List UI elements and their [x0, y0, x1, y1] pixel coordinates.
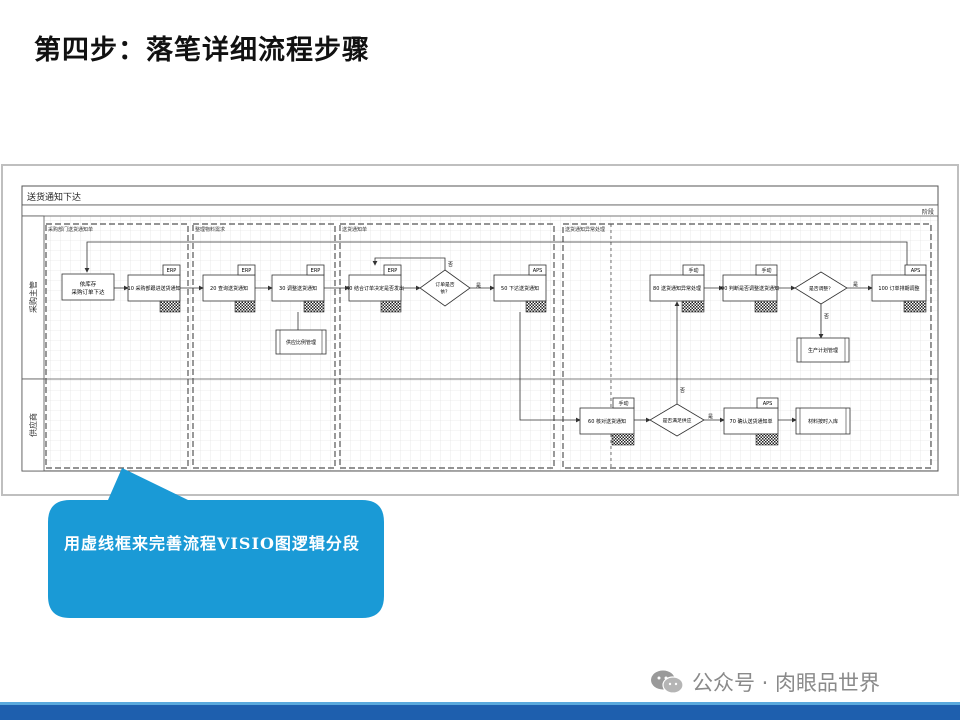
document-icon [159, 300, 181, 313]
lane-label-supplier: 供应商 [28, 413, 38, 437]
footer-bar [0, 705, 960, 720]
svg-text:是: 是 [853, 282, 858, 288]
sub-process-production-plan [796, 337, 850, 363]
svg-text:否: 否 [680, 388, 685, 394]
svg-text:否: 否 [824, 314, 829, 320]
step-start-label-1: 依库存 [80, 280, 97, 288]
callout-shape [48, 468, 384, 618]
sub-process-supplier-ratio-label: 供应比例管理 [286, 339, 316, 346]
step-30-label: 30 调整送货通知 [279, 285, 317, 292]
step-end-warehouse [795, 407, 851, 435]
phase-label-4: 送货通知异常处理 [565, 226, 605, 233]
phase-label-1: 采购部门送货通知单 [48, 226, 93, 233]
step-80-label: 80 送货通知异常处理 [653, 285, 701, 292]
step-10 [127, 274, 181, 302]
step-90-label: 90 判断是否调整送货通知 [721, 285, 779, 292]
step-60 [579, 407, 635, 435]
decision-order-confirm [419, 269, 471, 307]
step-60-label: 60 核对送货通知 [588, 418, 626, 425]
slide-title: 第四步：落笔详细流程步骤 [34, 35, 370, 66]
step-start [61, 273, 115, 301]
step-20 [202, 274, 256, 302]
aps-tag [528, 264, 547, 276]
step-90 [722, 274, 778, 302]
svg-text:是: 是 [708, 414, 713, 420]
step-40 [348, 274, 402, 302]
phase-box-3 [339, 223, 555, 469]
decision-order-confirm-label-2: 依？ [440, 288, 450, 295]
step-100 [871, 274, 927, 302]
footer-accent-line [0, 702, 960, 705]
step-30 [271, 274, 325, 302]
svg-text:APS: APS [763, 401, 773, 407]
document-icon [234, 300, 256, 313]
decision-supply [649, 403, 705, 437]
step-70 [723, 407, 779, 435]
callout-text: 用虚线框来完善流程VISIO图逻辑分段 [64, 534, 360, 553]
erp-tag-label: ERP [167, 268, 177, 274]
step-70-label: 70 确认送货通知单 [730, 418, 773, 425]
step-end-warehouse-label: 材料按时入库 [808, 418, 838, 425]
document-icon [380, 300, 402, 313]
phase-box-4 [562, 223, 932, 469]
phase-label-2: 整理物料需求 [195, 226, 225, 233]
phase-label: 阶段 [922, 208, 934, 216]
document-icon [754, 300, 778, 313]
step-start-label-2: 采购订单下达 [71, 288, 105, 296]
step-50-label: 50 下达送货通知 [501, 285, 539, 292]
sub-process-production-plan-label: 生产计划管理 [808, 347, 838, 354]
svg-text:APS: APS [533, 268, 543, 274]
decision-supply-label: 是否满足供应 [663, 417, 692, 424]
document-icon [303, 300, 325, 313]
watermark-text: 公众号 · 肉眼品世界 [692, 671, 881, 695]
branch-yes: 是 [476, 283, 481, 289]
document-icon [681, 300, 705, 313]
phase-label-3: 送货通知单 [342, 226, 367, 233]
step-100-label: 100 订单排期调整 [878, 285, 919, 292]
svg-text:手动: 手动 [688, 267, 698, 274]
svg-text:ERP: ERP [311, 268, 321, 274]
decision-order-confirm-label-1: 订单是否 [435, 281, 454, 288]
lane-label-purchasing: 采购主管 [28, 281, 38, 313]
document-icon [903, 300, 927, 313]
step-10-label: 10 采购部跟进送货通知 [128, 285, 181, 292]
phase-box-2 [192, 223, 336, 469]
decision-adjust-label: 是否调整？ [809, 285, 833, 292]
manual-tag [612, 397, 635, 409]
phase-header [21, 204, 939, 217]
svg-text:手动: 手动 [618, 400, 628, 407]
step-50 [493, 274, 547, 302]
document-icon [755, 433, 779, 446]
sub-process-supplier-ratio [275, 329, 327, 355]
erp-tag [162, 264, 181, 276]
step-20-label: 20 查询送货通知 [210, 285, 248, 292]
phase-box-1 [45, 223, 189, 469]
svg-text:ERP: ERP [388, 268, 398, 274]
branch-no: 否 [448, 262, 453, 268]
svg-text:APS: APS [911, 268, 921, 274]
pool-title: 送货通知下达 [27, 191, 81, 203]
watermark: 公众号 · 肉眼品世界 [650, 666, 880, 698]
step-40-label: 40 结合订单决定是否发出 [346, 285, 404, 292]
lane-header-2 [21, 378, 45, 472]
wechat-icon [650, 669, 684, 695]
svg-text:ERP: ERP [242, 268, 252, 274]
svg-text:手动: 手动 [761, 267, 771, 274]
document-icon [525, 300, 547, 313]
document-icon [611, 433, 635, 446]
